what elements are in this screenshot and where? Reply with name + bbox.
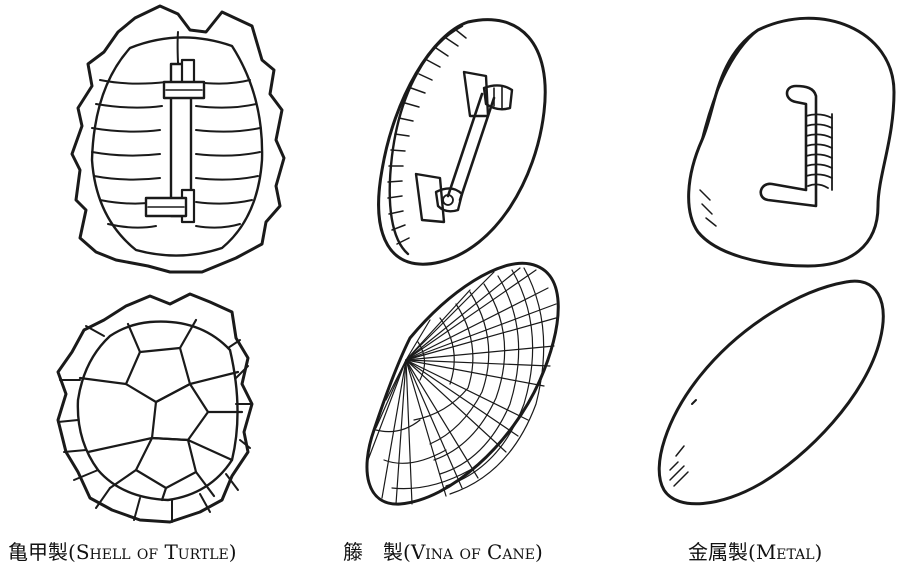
turtle-shell-underside-with-handle (70, 4, 286, 274)
caption-turtle: 亀甲製(Shell of Turtle) (8, 536, 237, 565)
metal-plain-back (657, 279, 885, 506)
cane-woven-back (365, 261, 560, 506)
caption-metal: 金属製(Metal) (688, 536, 822, 565)
caption-turtle-en: Shell of Turtle (75, 540, 229, 564)
caption-cane-cjk: 籐 製 (343, 540, 403, 564)
caption-turtle-cjk: 亀甲製 (8, 540, 68, 564)
caption-turtle-paren-close: ) (228, 540, 237, 564)
caption-cane-en: Vina of Cane (410, 540, 535, 564)
caption-cane-paren-open: ( (403, 540, 411, 564)
caption-metal-cjk: 金属製 (688, 540, 748, 564)
caption-cane: 籐 製(Vina of Cane) (343, 536, 543, 565)
cane-edge-view-with-handle (377, 18, 547, 266)
caption-cane-paren-close: ) (534, 540, 543, 564)
caption-turtle-paren-open: ( (68, 540, 76, 564)
caption-metal-paren-open: ( (748, 540, 756, 564)
caption-metal-paren-close: ) (814, 540, 823, 564)
metal-body-with-handle (687, 16, 896, 268)
caption-metal-en: Metal (755, 540, 815, 564)
turtle-shell-top (56, 292, 254, 524)
